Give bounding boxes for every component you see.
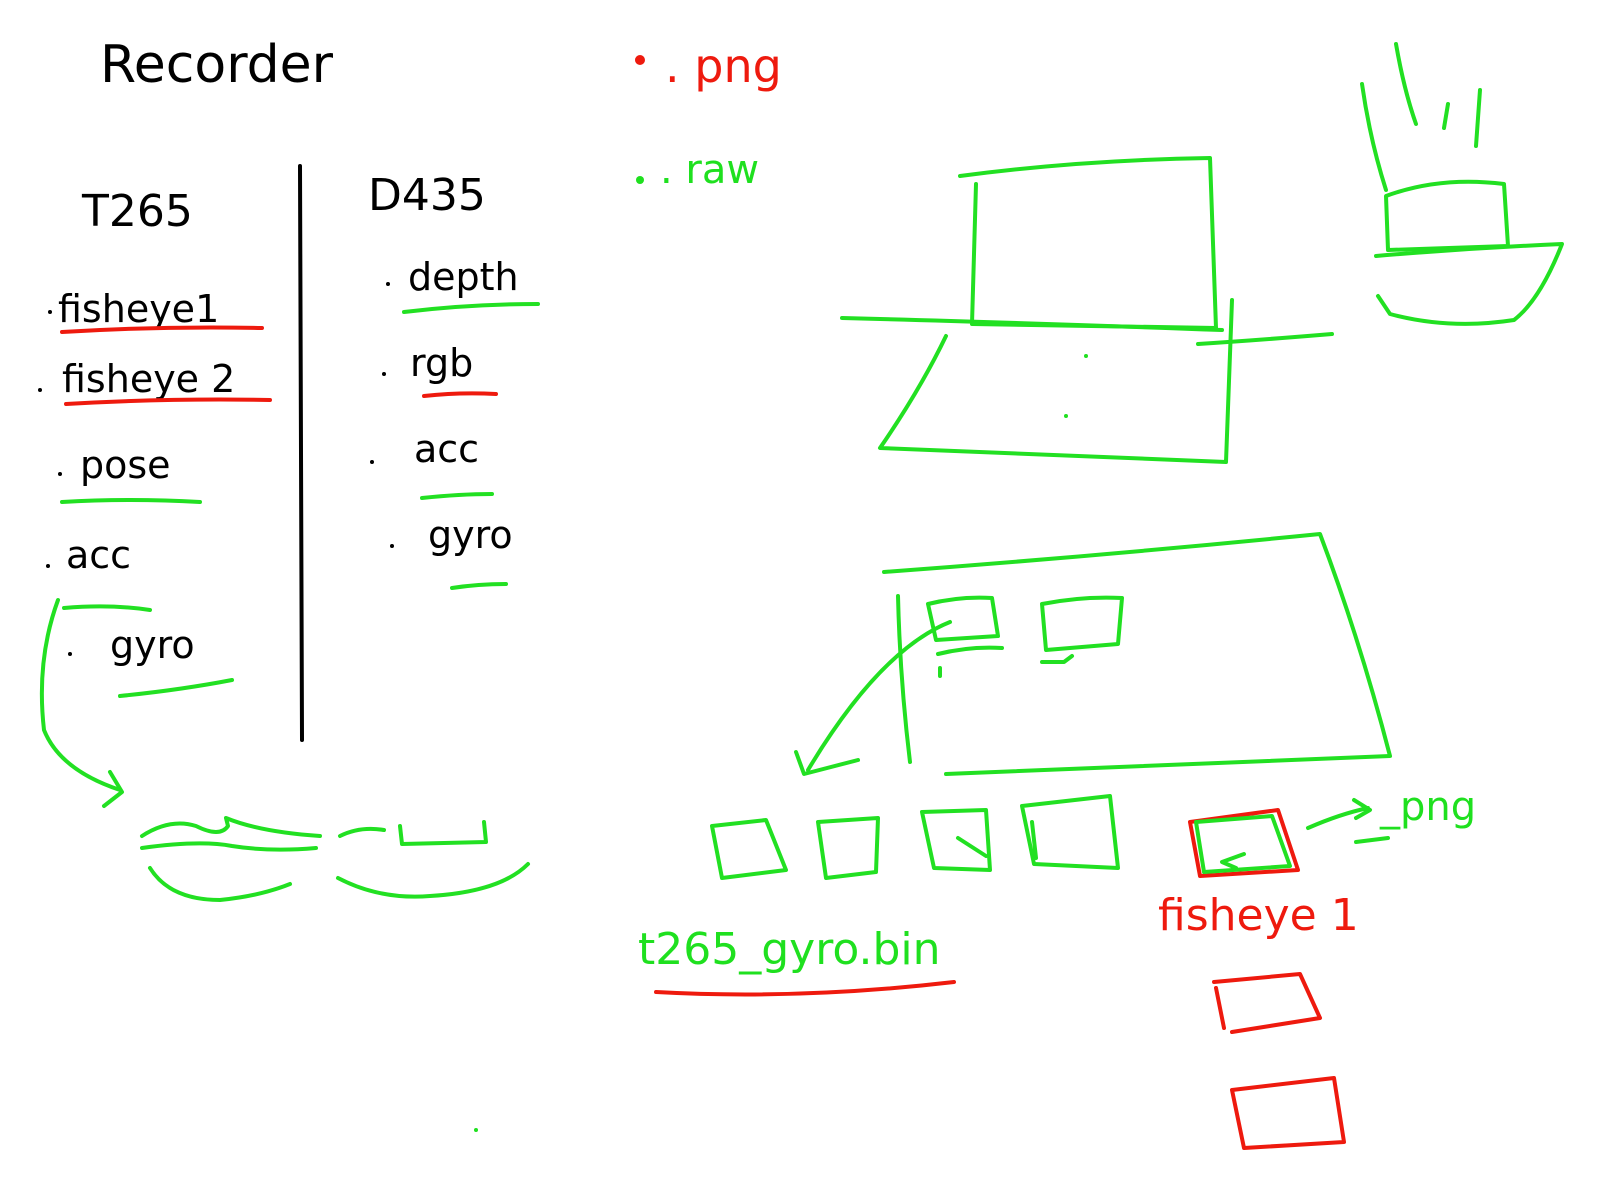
gyro-arrow-path [39, 598, 122, 792]
cup-body [1384, 179, 1510, 252]
format-label-raw: . raw [660, 147, 759, 193]
d435-heading: D435 [368, 170, 486, 221]
d435-depth-underline [402, 302, 540, 314]
sample-brace [148, 866, 292, 902]
format-bullet-raw [636, 176, 644, 184]
stacked-frames [1212, 972, 1346, 1150]
gyro-grouping-sketch [39, 598, 530, 902]
t265-item-acc: acc [66, 533, 131, 577]
frame-box-selected-inner [1194, 814, 1292, 874]
stray-dot [1064, 414, 1068, 418]
d435-acc-underline [420, 492, 494, 500]
d435-bullet [382, 372, 386, 376]
sensor-square [926, 595, 1004, 678]
t265-item-pose: pose [80, 443, 171, 487]
d435-item-acc: acc [414, 427, 479, 471]
sample-brace [336, 862, 530, 899]
stacked-frame [1230, 1076, 1346, 1150]
t265-item-gyro: gyro [110, 623, 195, 667]
t265-heading: T265 [81, 186, 193, 237]
format-bullet-png [635, 55, 645, 65]
page-title: Recorder [100, 35, 334, 95]
t265-bullet [58, 472, 62, 476]
sample-squiggle [338, 820, 488, 846]
d435-rgb-underline [422, 391, 498, 398]
t265-gyro-underline [118, 678, 234, 698]
frame-box [710, 818, 788, 880]
steam-line [1474, 88, 1482, 148]
cup-sketch [1360, 42, 1564, 326]
laptop-base [878, 298, 1234, 464]
d435-bullet [370, 460, 374, 464]
laptop-sketch [840, 156, 1334, 464]
t265-acc-underline [62, 604, 152, 612]
board-outline [882, 532, 1392, 776]
stray-dot [474, 1128, 478, 1132]
stray-dot [1084, 354, 1088, 358]
frame-box [1020, 794, 1120, 870]
t265-pose-underline [60, 498, 202, 504]
board-sketch [794, 532, 1392, 776]
png-arrow [1306, 798, 1390, 844]
board-left-edge [896, 594, 912, 764]
frame-box [816, 816, 880, 880]
t265-item-fisheye1: fisheye1 [58, 287, 219, 331]
laptop-screen [958, 156, 1218, 330]
board-arrow [806, 620, 952, 772]
steam-line [1394, 42, 1418, 126]
t265-bullet [48, 310, 52, 314]
t265-fisheye1-underline [60, 325, 264, 334]
d435-item-depth: depth [408, 255, 519, 299]
format-label-png: . png [665, 39, 782, 93]
sensor-square [1040, 595, 1124, 664]
t265-bullet [38, 388, 42, 392]
frame-row [710, 794, 1390, 880]
gyro-arrow-head [102, 770, 124, 808]
sample-squiggle [140, 816, 322, 852]
cup-saucer [1374, 242, 1564, 326]
d435-bullet [390, 544, 394, 548]
d435-gyro-underline [450, 582, 508, 590]
d435-column: D435 depth rgb acc gyro [368, 170, 540, 590]
frame-box [920, 808, 992, 872]
t265-column: T265 fisheye1 fisheye 2 pose acc gyro [38, 186, 272, 698]
fisheye-frame-label: fisheye 1 [1158, 890, 1359, 941]
t265-fisheye2-underline [64, 397, 272, 406]
format-legend: . png . raw [635, 39, 782, 193]
d435-item-rgb: rgb [410, 341, 473, 385]
png-output-label: _png [1379, 784, 1476, 830]
t265-bullet [46, 564, 50, 568]
gyro-bin-underline [654, 980, 956, 997]
d435-bullet [386, 282, 390, 286]
steam-line [1360, 82, 1388, 192]
d435-item-gyro: gyro [428, 513, 513, 557]
board-arrow-head [794, 750, 860, 776]
t265-bullet [68, 652, 72, 656]
gyro-bin-filename: t265_gyro.bin [638, 924, 941, 975]
frame-box-selected [1188, 808, 1300, 878]
stacked-frame [1212, 972, 1322, 1034]
laptop-table-line [840, 316, 1334, 346]
t265-item-fisheye2: fisheye 2 [62, 357, 235, 401]
steam-line [1442, 102, 1450, 130]
column-divider [298, 164, 304, 742]
